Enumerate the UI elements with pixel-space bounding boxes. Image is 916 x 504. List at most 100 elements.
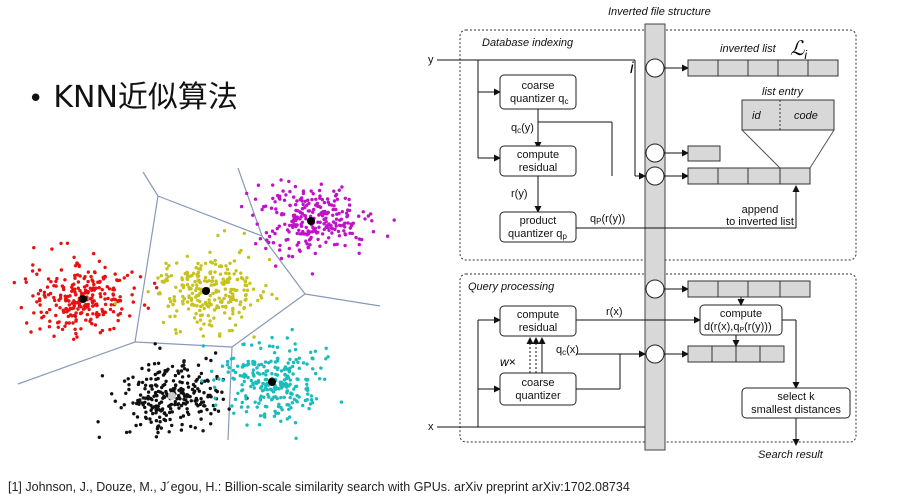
cluster-point bbox=[332, 243, 337, 247]
cluster-point bbox=[180, 276, 184, 280]
cluster-point bbox=[371, 230, 376, 234]
cluster-point bbox=[74, 293, 78, 297]
list-entry-box bbox=[741, 99, 835, 131]
cluster-point bbox=[288, 357, 292, 361]
cluster-point bbox=[239, 248, 243, 253]
cluster-point bbox=[78, 289, 82, 293]
cluster-point bbox=[100, 328, 105, 333]
cluster-point bbox=[167, 404, 171, 408]
cluster-point bbox=[56, 325, 60, 329]
cluster-point bbox=[313, 349, 318, 353]
cluster-point bbox=[191, 283, 195, 287]
cluster-point bbox=[242, 379, 246, 384]
cluster-point bbox=[291, 360, 296, 365]
cluster-point bbox=[42, 290, 47, 294]
cluster-point bbox=[162, 395, 167, 399]
cluster-point bbox=[243, 298, 247, 302]
cluster-point bbox=[203, 301, 208, 305]
cluster-point bbox=[63, 324, 67, 328]
cluster-point bbox=[175, 309, 179, 313]
cluster-point bbox=[173, 373, 178, 378]
cluster-point bbox=[172, 295, 176, 299]
cluster-point bbox=[338, 218, 342, 222]
cluster-point bbox=[194, 396, 198, 401]
cluster-point bbox=[306, 245, 310, 249]
cluster-point bbox=[348, 231, 352, 235]
cluster-point bbox=[343, 232, 347, 236]
cluster-point bbox=[258, 398, 263, 402]
cluster-point bbox=[91, 293, 95, 297]
cluster-point bbox=[67, 299, 71, 303]
cluster-point bbox=[199, 417, 203, 421]
cluster-point bbox=[82, 276, 86, 281]
cluster-point bbox=[276, 366, 280, 370]
cluster-point bbox=[185, 282, 190, 287]
cluster-point bbox=[153, 342, 157, 346]
inverted-file-column bbox=[644, 23, 666, 451]
cluster-point bbox=[95, 311, 99, 315]
cluster-point bbox=[343, 243, 347, 248]
cluster-point bbox=[208, 386, 212, 391]
cluster-point bbox=[239, 276, 244, 280]
cluster-point bbox=[252, 361, 256, 365]
cluster-point bbox=[130, 270, 134, 274]
cluster-point bbox=[314, 397, 319, 401]
cluster-point bbox=[288, 378, 292, 382]
reference-citation: [1] Johnson, J., Douze, M., J´egou, H.: … bbox=[8, 480, 630, 494]
cluster-point bbox=[300, 211, 304, 216]
cluster-point bbox=[161, 320, 166, 325]
cluster-point bbox=[199, 264, 203, 268]
cluster-point bbox=[171, 302, 175, 307]
cluster-point bbox=[231, 368, 236, 373]
cluster-point bbox=[127, 387, 131, 392]
r-y-label: r(y) bbox=[511, 188, 528, 200]
cluster-point bbox=[257, 341, 261, 345]
cluster-point bbox=[246, 405, 250, 409]
cluster-point bbox=[288, 382, 292, 386]
inverted-list-label: inverted list bbox=[720, 43, 777, 55]
voronoi-edge bbox=[142, 171, 159, 197]
cluster-point bbox=[189, 296, 194, 301]
cluster-point bbox=[231, 376, 235, 380]
cluster-point bbox=[177, 406, 181, 410]
cluster-point bbox=[103, 310, 108, 315]
cluster-point bbox=[307, 406, 311, 411]
cluster-point bbox=[185, 368, 190, 372]
svg-text:residual: residual bbox=[519, 162, 558, 174]
cluster-point bbox=[55, 276, 59, 281]
cluster-point bbox=[12, 280, 16, 285]
cluster-point bbox=[232, 272, 236, 276]
cluster-point bbox=[187, 294, 191, 298]
voronoi-edge bbox=[134, 341, 233, 348]
cluster-point bbox=[185, 277, 190, 281]
append-line1: append bbox=[742, 204, 779, 216]
cluster-point bbox=[331, 213, 335, 217]
cluster-point bbox=[212, 378, 216, 382]
cluster-point bbox=[73, 264, 78, 268]
cluster-point bbox=[231, 292, 235, 296]
qc-x-label: qc(x) bbox=[556, 344, 579, 357]
cluster-point bbox=[173, 314, 177, 318]
cluster-point bbox=[182, 367, 187, 371]
cluster-point bbox=[231, 312, 235, 316]
cluster-point bbox=[73, 327, 77, 331]
cluster-point bbox=[238, 374, 242, 378]
cluster-point bbox=[179, 403, 184, 408]
cluster-point bbox=[227, 407, 231, 411]
cluster-point bbox=[124, 430, 129, 435]
cluster-point bbox=[154, 435, 159, 439]
cluster-point bbox=[184, 398, 188, 402]
cluster-point bbox=[197, 278, 201, 282]
cluster-point bbox=[311, 367, 315, 371]
cluster-point bbox=[257, 423, 262, 427]
cluster-point bbox=[339, 224, 343, 228]
cluster-point bbox=[256, 371, 260, 375]
cluster-point bbox=[264, 283, 268, 288]
cluster-point bbox=[209, 358, 213, 363]
cluster-point bbox=[206, 393, 210, 398]
list-entry-label: list entry bbox=[762, 86, 804, 98]
cluster-point bbox=[74, 311, 78, 315]
cluster-point bbox=[222, 296, 226, 301]
cluster-point bbox=[294, 217, 299, 221]
